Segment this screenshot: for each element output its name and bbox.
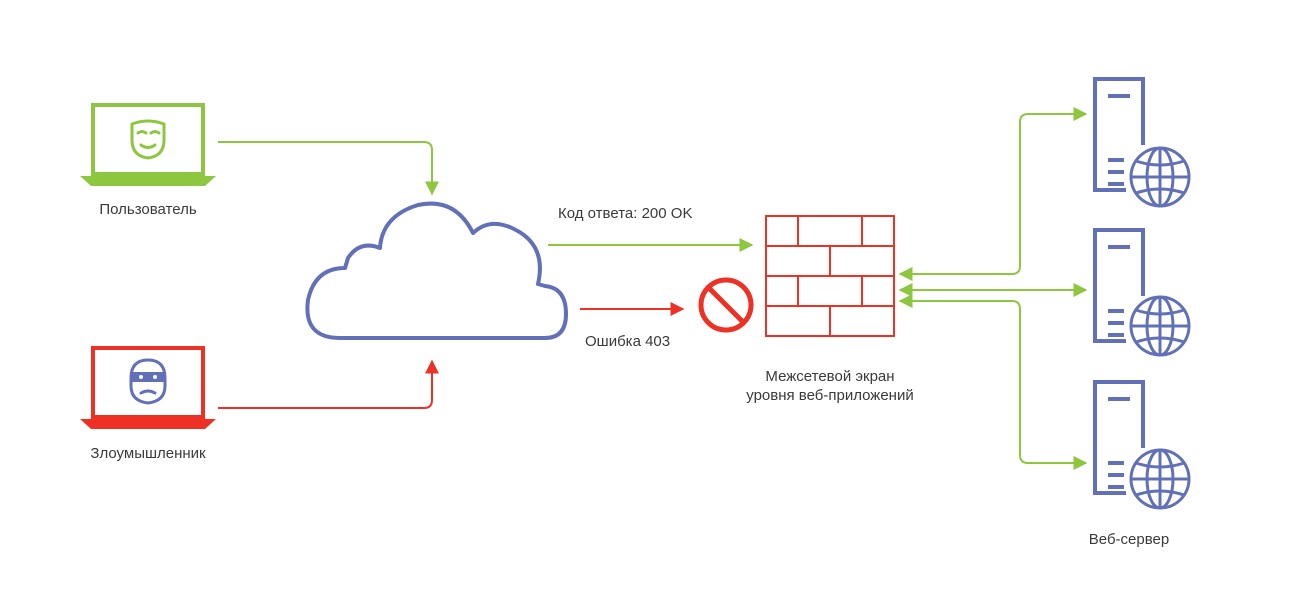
waf-label-line2: уровня веб-приложений — [746, 387, 913, 404]
globe-icon — [1129, 448, 1191, 510]
attacker-laptop-icon — [80, 346, 216, 429]
user-label: Пользователь — [99, 201, 197, 218]
waf-to-server3-connector — [898, 294, 1088, 470]
mask-icon — [130, 119, 166, 160]
user-laptop-icon — [80, 103, 216, 186]
waf-label-line1: Межсетевой экран — [765, 368, 894, 385]
firewall-icon — [765, 215, 895, 337]
error-label: Ошибка 403 — [585, 333, 670, 350]
globe-icon — [1129, 146, 1191, 208]
attacker-to-cloud-arrow — [218, 359, 439, 409]
ok-response-label: Код ответа: 200 OK — [558, 205, 692, 222]
cloud-icon — [305, 201, 568, 340]
server-icon — [1093, 380, 1191, 510]
attacker-label: Злоумышленник — [90, 445, 206, 462]
server-icon — [1093, 77, 1191, 208]
globe-icon — [1129, 295, 1191, 357]
thief-icon — [129, 358, 167, 405]
waf-to-server1-connector — [898, 107, 1088, 281]
web-server-label: Веб-сервер — [1089, 531, 1169, 548]
user-to-cloud-arrow — [218, 141, 439, 196]
blocked-icon — [698, 277, 754, 333]
server-icon — [1093, 228, 1191, 357]
